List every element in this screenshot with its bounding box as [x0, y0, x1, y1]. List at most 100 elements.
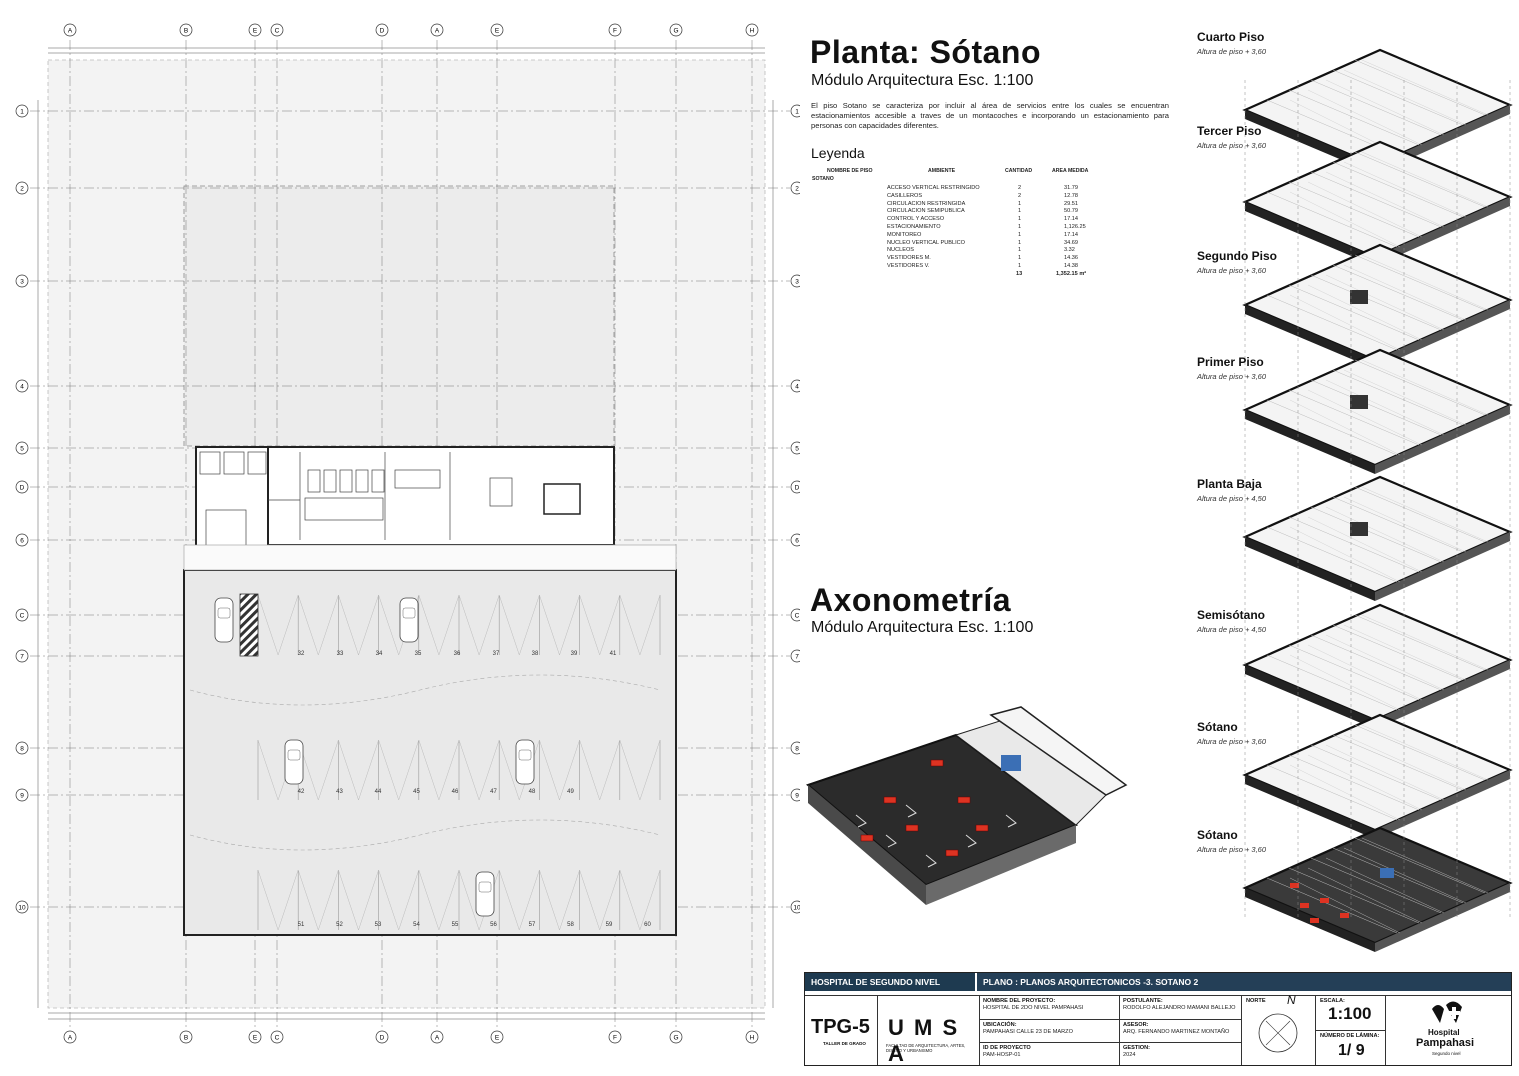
legend-area: 14.38 [1064, 263, 1078, 269]
north-letter: N [1287, 993, 1296, 1007]
scale-value: 1:100 [1328, 1004, 1372, 1023]
legend-cantidad: 2 [1018, 185, 1022, 191]
stall-number: 37 [493, 651, 500, 657]
legend-cantidad: 1 [1018, 255, 1022, 262]
legend-header-floor: NOMBRE DE PISO [827, 168, 873, 174]
legend-cantidad: 1 [1018, 216, 1022, 223]
column-axis-bubble [430, 23, 444, 37]
project-name-label: NOMBRE DEL PROYECTO: [983, 998, 1056, 1004]
column-axis-label: C [275, 1035, 280, 1042]
row-axis-bubble [15, 900, 29, 914]
column-axis-label: B [184, 28, 188, 35]
column-axis-label: E [253, 1035, 258, 1042]
legend-title: Leyenda [811, 145, 865, 161]
legend-cantidad: 1 [1018, 247, 1022, 254]
row-axis-bubble [15, 649, 29, 663]
column-axis-label: C [275, 28, 280, 35]
column-axis-label: B [184, 1035, 188, 1042]
axo-title: Axonometría [810, 582, 1012, 618]
column-axis-bubble [248, 23, 262, 37]
project-name: HOSPITAL DE 2DO NIVEL PAMPAHASI [983, 1005, 1084, 1011]
row-axis-bubble [15, 788, 29, 802]
row-axis-bubble [790, 741, 800, 755]
legend-ambiente: NUCLEO VERTICAL PUBLICO [887, 239, 966, 246]
gestion-label: GESTION: [1123, 1045, 1151, 1051]
legend-ambiente: VESTIDORES M. [887, 255, 931, 262]
gestion: 2024 [1123, 1052, 1136, 1058]
car-symbols [214, 597, 535, 917]
row-axis-label: 4 [20, 384, 24, 391]
plan-description: El piso Sotano se caracteriza por inclui… [811, 101, 1169, 130]
row-axis-bubble [15, 379, 29, 393]
column-axis-label: E [253, 28, 258, 35]
column-axis-label: H [750, 1035, 755, 1042]
exploded-floor-stack [1242, 48, 1513, 952]
axo-subtitle: Módulo Arquitectura Esc. 1:100 [811, 619, 1034, 636]
applicant: RODOLFO ALEJANDRO MAMANI BALLEJO [1123, 1005, 1236, 1011]
plan-title: Planta: Sótano [810, 34, 1042, 70]
row-axis-bubble [790, 104, 800, 118]
legend-cantidad: 1 [1018, 208, 1022, 215]
column-axis-label: A [435, 1035, 440, 1042]
column-axis-bubble [375, 1030, 389, 1044]
legend-area: 1,126.25 [1064, 224, 1086, 230]
floor-name: Sótano [1197, 828, 1238, 842]
legend-header-ambiente: AMBIENTE [928, 168, 956, 174]
column-axis-bubble [669, 23, 683, 37]
project-id: PAM-HOSP-01 [983, 1052, 1021, 1058]
legend-area: 17.14 [1064, 231, 1078, 238]
column-axis-bubble [179, 1030, 193, 1044]
floor-name: Planta Baja [1197, 477, 1262, 491]
legend-header-area: AREA MEDIDA [1052, 168, 1089, 174]
stall-number: 56 [490, 922, 497, 928]
project-info-cell: NOMBRE DEL PROYECTO: HOSPITAL DE 2DO NIV… [979, 995, 1120, 1065]
stall-number: 58 [567, 922, 574, 928]
stall-number: 60 [644, 922, 651, 928]
row-axis-label: 8 [795, 746, 799, 753]
floor-slab [1242, 826, 1513, 952]
floor-height: Altura de piso + 3,60 [1197, 141, 1267, 150]
stall-number: 55 [452, 922, 459, 928]
column-axis-bubble [179, 23, 193, 37]
legend-area: 34.69 [1064, 239, 1078, 246]
row-axis-label: D [20, 485, 25, 492]
floor-height: Altura de piso + 3,60 [1197, 737, 1267, 746]
floor-name: Semisótano [1197, 608, 1266, 622]
column-axis-label: F [613, 28, 617, 35]
faculty-name: FACULTAD DE ARQUITECTURA, ARTES, DISEÑO … [886, 1043, 966, 1053]
column-axis-label: E [495, 1035, 500, 1042]
stall-number: 51 [298, 922, 305, 928]
row-axis-label: 6 [795, 538, 799, 545]
legend-ambiente: VESTIDORES V. [887, 263, 930, 269]
legend-area: 50.79 [1064, 208, 1078, 215]
column-axis-bubble [63, 23, 77, 37]
stall-number: 36 [454, 651, 461, 657]
column-axis-bubble [745, 23, 759, 37]
row-axis-label: D [795, 485, 800, 492]
location-label: UBICACIÓN: [983, 1022, 1017, 1028]
floor-slab [1242, 713, 1513, 839]
row-axis-bubble [790, 900, 800, 914]
sheet-number-label: NÚMERO DE LÁMINA: [1320, 1033, 1380, 1039]
stall-number: 34 [376, 651, 383, 657]
floor-height: Altura de piso + 3,60 [1197, 372, 1267, 381]
column-axis-bubble [608, 23, 622, 37]
row-axis-bubble [15, 480, 29, 494]
sheet-code: TPG-5 [811, 1016, 870, 1038]
legend-ambiente: CIRCULACION SEMIPUBLICA [887, 208, 965, 215]
column-axis-label: E [495, 28, 500, 35]
row-axis-bubble [790, 533, 800, 547]
stall-number: 48 [529, 789, 536, 795]
north-label: NORTE [1246, 998, 1266, 1004]
stall-number: 59 [606, 922, 613, 928]
